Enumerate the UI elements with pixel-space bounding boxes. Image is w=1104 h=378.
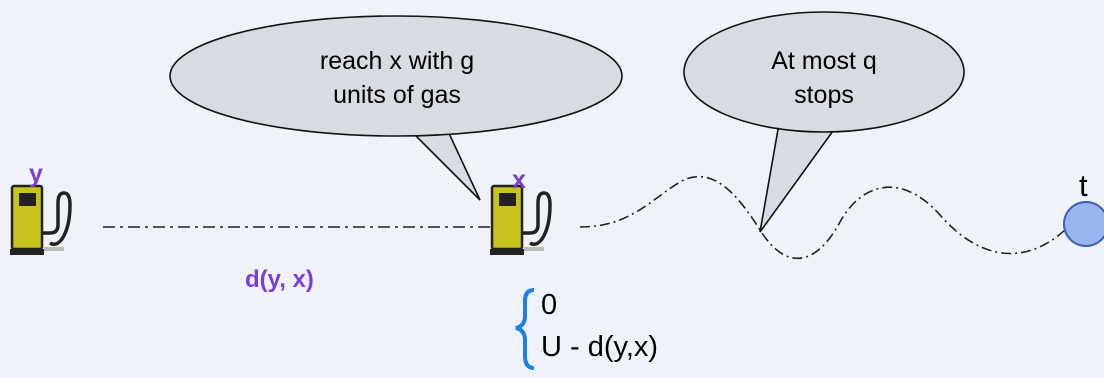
station-y-label: y xyxy=(29,160,43,188)
brace-icon xyxy=(515,288,535,370)
speech-bubble-reach-line2: units of gas xyxy=(333,81,461,109)
piecewise-case-remaining: U - d(y,x) xyxy=(541,331,659,363)
speech-bubble-reach-text: reach x with g units of gas xyxy=(232,44,562,112)
speech-bubble-stops-text: At most q stops xyxy=(724,44,924,112)
gas-pump-icon xyxy=(10,184,72,255)
piecewise-case-zero: 0 xyxy=(541,289,558,321)
distance-label: d(y, x) xyxy=(245,266,314,293)
target-t-label: t xyxy=(1079,168,1088,203)
speech-bubble-stops-line2: stops xyxy=(794,81,854,109)
station-x-label: x xyxy=(512,166,526,194)
speech-bubble-stops-line1: At most q xyxy=(771,47,877,75)
speech-bubble-reach xyxy=(169,15,623,201)
speech-bubble-reach-line1: reach x with g xyxy=(319,47,475,75)
target-node-icon xyxy=(1063,201,1104,247)
speech-bubble-stops xyxy=(683,11,965,233)
wavy-path-x-t xyxy=(579,175,1066,260)
gas-pump-icon xyxy=(490,184,552,255)
